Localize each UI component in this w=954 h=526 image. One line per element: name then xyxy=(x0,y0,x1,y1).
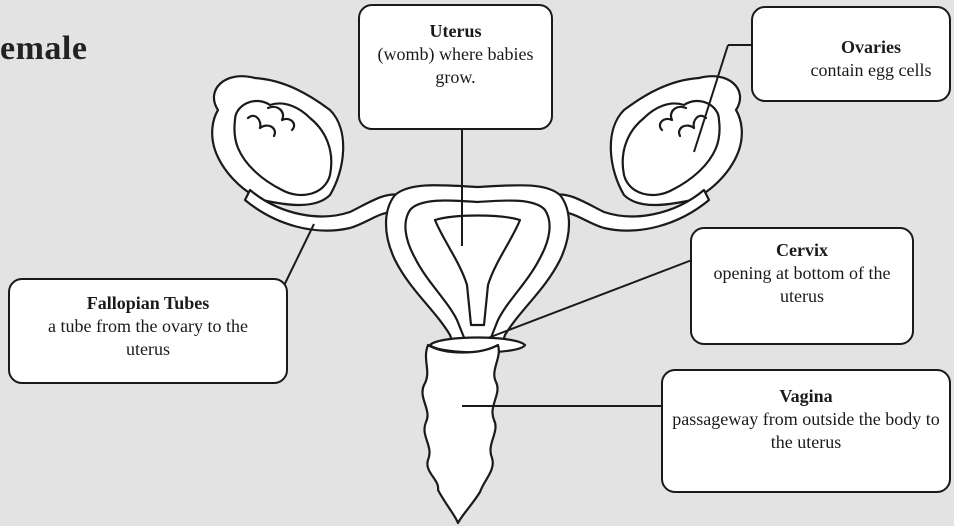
fallopian-tubes-label-box: Fallopian Tubes a tube from the ovary to… xyxy=(8,278,288,384)
uterus-title: Uterus xyxy=(360,20,551,43)
fallopian-tubes-title: Fallopian Tubes xyxy=(10,292,286,315)
cervix-label-box: Cervix opening at bottom of the uterus xyxy=(690,227,914,345)
vagina-title: Vagina xyxy=(663,385,949,408)
uterus-label-box: Uterus (womb) where babies grow. xyxy=(358,4,553,130)
vagina-shape xyxy=(422,345,498,523)
page-heading: emale xyxy=(0,30,87,68)
ovaries-description: contain egg cells xyxy=(793,59,949,82)
cervix-description: opening at bottom of the uterus xyxy=(707,262,897,308)
uterus-description: (womb) where babies grow. xyxy=(371,43,541,89)
ovaries-label-box: Ovaries contain egg cells xyxy=(751,6,951,102)
vagina-label-box: Vagina passageway from outside the body … xyxy=(661,369,951,493)
fallopian-tubes-description: a tube from the ovary to the uterus xyxy=(28,315,268,361)
cervix-title: Cervix xyxy=(692,239,912,262)
ovaries-title: Ovaries xyxy=(793,36,949,59)
vagina-description: passageway from outside the body to the … xyxy=(671,408,941,454)
